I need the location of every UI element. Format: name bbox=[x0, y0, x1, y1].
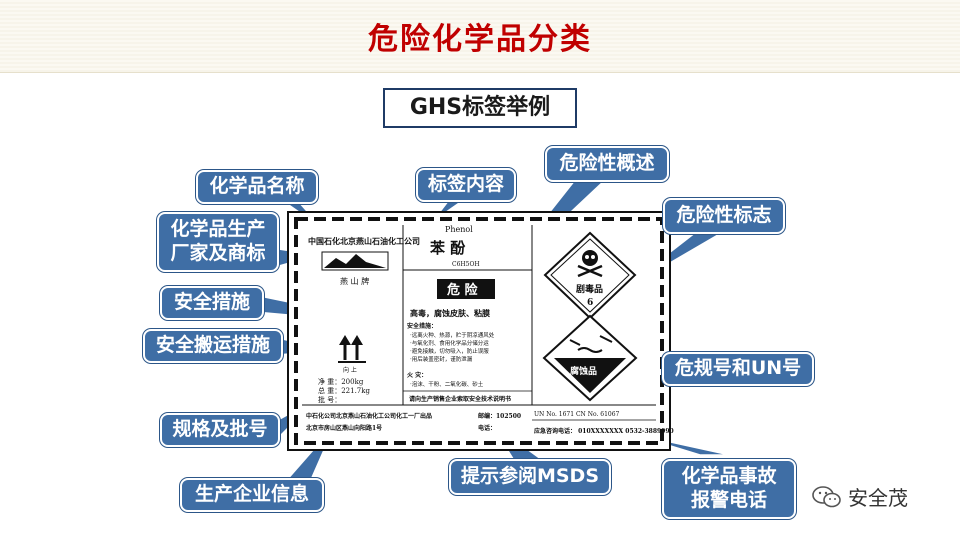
corrosive-label: 腐蚀品 bbox=[570, 365, 597, 377]
callout-hazard-sign: 危险性标志 bbox=[663, 198, 785, 234]
callout-chemical-name: 化学品名称 bbox=[196, 170, 318, 204]
page-title: 危险化学品分类 bbox=[368, 22, 592, 57]
toxic-label: 剧毒品 bbox=[576, 283, 603, 295]
watermark: 安全茂 bbox=[812, 482, 908, 511]
callout-company-info: 生产企业信息 bbox=[180, 478, 324, 512]
corrosion-icon bbox=[569, 335, 613, 353]
corrosive-pictogram: 腐蚀品 bbox=[542, 314, 638, 402]
arrow-label: 向 上 bbox=[343, 366, 357, 374]
un-number-line: UN No. 1671 CN No. 61067 bbox=[534, 411, 620, 418]
this-way-up-icon bbox=[338, 335, 366, 363]
header-band bbox=[0, 0, 960, 73]
safety-line: ·避免接触，切勿吸入，防止误服 bbox=[410, 347, 489, 355]
callout-un-number: 危规号和UN号 bbox=[662, 352, 814, 386]
watermark-text: 安全茂 bbox=[848, 486, 908, 510]
callout-safety-measures: 安全措施 bbox=[160, 286, 264, 320]
label-dashed-border bbox=[294, 217, 664, 445]
first-aid-heading: 火 灾： bbox=[407, 371, 427, 379]
safety-heading: 安全措施： bbox=[407, 322, 437, 330]
signal-word: 危 险 bbox=[447, 282, 479, 298]
msds-notice: 请向生产销售企业索取安全技术说明书 bbox=[409, 395, 511, 403]
safety-line: ·远离火种、热源，贮于阴凉通风处 bbox=[410, 331, 495, 339]
callout-emergency-phone: 化学品事故报警电话 bbox=[662, 459, 796, 519]
callout-label-content: 标签内容 bbox=[416, 168, 516, 202]
toxic-class: 6 bbox=[587, 298, 593, 308]
batch-number: 批 号： bbox=[318, 395, 341, 404]
safety-line: ·与氧化剂、食用化学品分储分运 bbox=[410, 339, 489, 347]
brand-name: 燕 山 牌 bbox=[340, 276, 369, 286]
callout-manufacturer: 化学品生产厂家及商标 bbox=[157, 212, 279, 272]
signal-word-box bbox=[437, 279, 495, 299]
subtitle-box: GHS标签举例 bbox=[383, 88, 577, 128]
hazard-statement: 高毒，腐蚀皮肤、粘膜 bbox=[410, 308, 490, 318]
postcode: 邮编：102500 bbox=[478, 412, 521, 420]
address-line-1: 中石化公司北京燕山石油化工公司化工一厂出品 bbox=[306, 412, 432, 420]
gross-weight: 总 重：221.7kg bbox=[318, 386, 371, 395]
toxic-pictogram: 剧毒品 6 bbox=[543, 231, 637, 320]
chemical-name-en: Phenol bbox=[445, 225, 473, 234]
callout-hazard-overview: 危险性概述 bbox=[545, 146, 669, 182]
company-name: 中国石化北京燕山石油化工公司 bbox=[308, 236, 420, 246]
chemical-name-cn: 苯 酚 bbox=[429, 239, 466, 257]
callout-spec-batch: 规格及批号 bbox=[160, 413, 280, 447]
wechat-icon bbox=[812, 485, 841, 507]
net-weight: 净 重：200kg bbox=[318, 377, 364, 386]
emergency-phone-line: 应急咨询电话： 010XXXXXXX 0532-3889090 bbox=[534, 427, 674, 435]
chemical-formula: C6H5OH bbox=[452, 261, 480, 268]
callout-handling-measures: 安全搬运措施 bbox=[143, 329, 283, 363]
callout-msds: 提示参阅MSDS bbox=[449, 459, 611, 495]
first-aid-line: ·泡沫、干粉、二氧化碳、砂土 bbox=[410, 380, 484, 388]
address-line-2: 北京市房山区燕山向阳路1号 bbox=[306, 424, 382, 432]
safety-line: ·用后装盖密封，谨防泄漏 bbox=[410, 355, 473, 363]
skull-crossbones-icon bbox=[577, 250, 603, 278]
mountain-logo-icon bbox=[324, 254, 386, 268]
phone-label: 电话： bbox=[478, 424, 496, 432]
